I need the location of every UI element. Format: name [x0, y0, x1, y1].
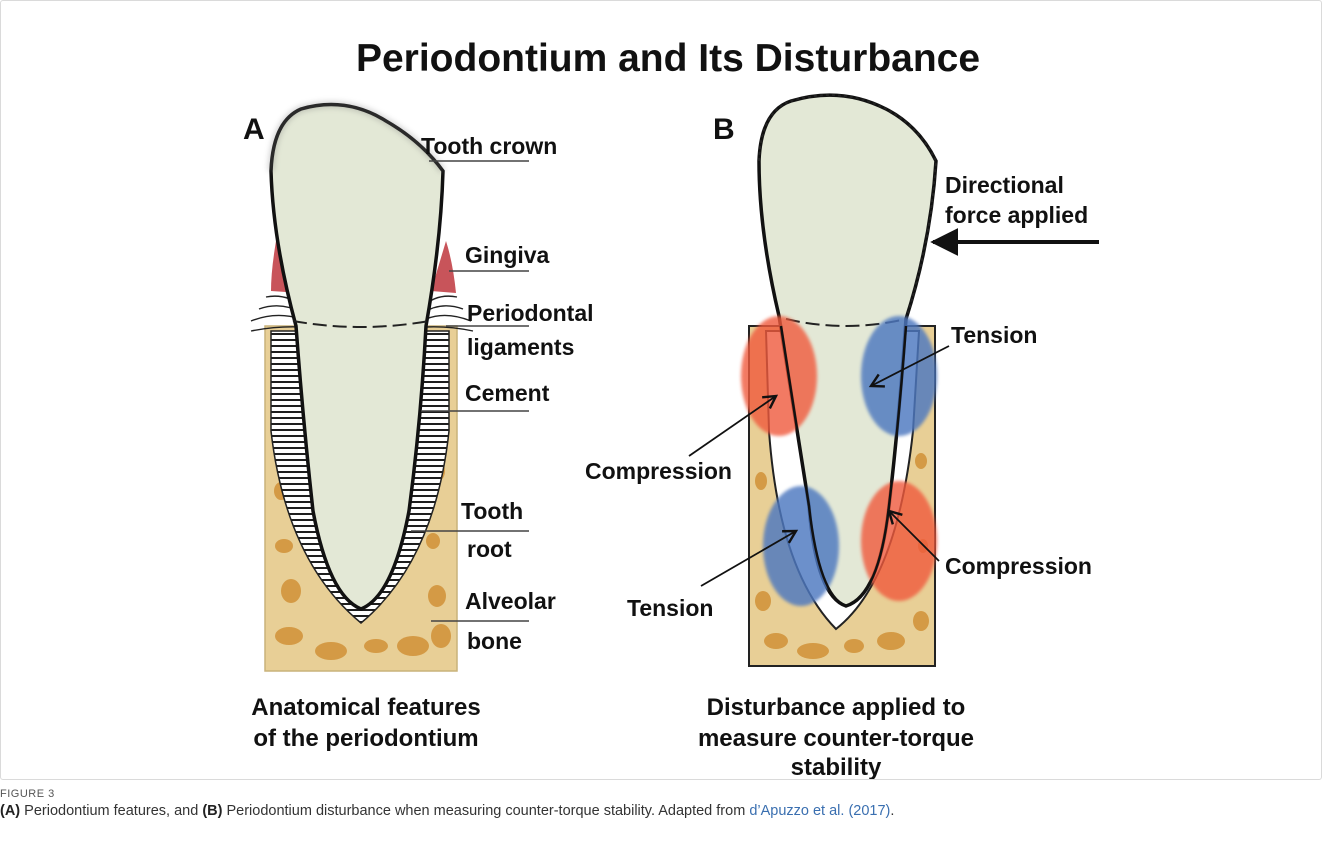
label-periodontal-line1: Periodontal — [467, 300, 594, 326]
label-force-line2: force applied — [945, 202, 1088, 228]
figure-label: FIGURE 3 — [0, 788, 1310, 800]
figure-title: Periodontium and Its Disturbance — [356, 37, 980, 80]
citation-link[interactable]: d’Apuzzo et al. (2017) — [749, 803, 890, 819]
figure-panel: Periodontium and Its Disturbance — [0, 0, 1322, 780]
label-tension-top: Tension — [951, 322, 1037, 348]
label-tooth-crown: Tooth crown — [421, 133, 557, 159]
panel-b-letter: B — [713, 113, 735, 146]
label-compression-right: Compression — [945, 553, 1092, 579]
compression-zone-bottom-right — [861, 481, 937, 601]
label-tooth-root-line1: Tooth — [461, 498, 523, 524]
label-cement: Cement — [465, 380, 550, 406]
panel-a-caption-line1: Anatomical features — [251, 694, 480, 721]
label-gingiva: Gingiva — [465, 242, 550, 268]
panel-a-letter: A — [243, 113, 265, 146]
label-tooth-root-line2: root — [467, 536, 512, 562]
compression-zone-top-left — [741, 316, 817, 436]
label-force-line1: Directional — [945, 172, 1064, 198]
label-compression-left: Compression — [585, 458, 732, 484]
label-periodontal-line2: ligaments — [467, 334, 574, 360]
caption-part-b-tag: (B) — [202, 803, 222, 819]
panel-b-caption-line1: Disturbance applied to — [707, 694, 966, 721]
caption-part-b-text: Periodontium disturbance when measuring … — [222, 803, 749, 819]
caption-part-a-tag: (A) — [0, 803, 20, 819]
panel-a-caption-line2: of the periodontium — [253, 725, 478, 752]
label-alveolar-line2: bone — [467, 628, 522, 654]
panel-b-caption-line3: stability — [791, 754, 882, 779]
label-tension-bottom: Tension — [627, 595, 713, 621]
figure-illustration: Periodontium and Its Disturbance — [1, 1, 1321, 779]
label-alveolar-line1: Alveolar — [465, 588, 556, 614]
caption-part-a-text: Periodontium features, and — [20, 803, 202, 819]
caption-text: (A) Periodontium features, and (B) Perio… — [0, 802, 1310, 821]
caption-end: . — [890, 803, 894, 819]
panel-b-caption-line2: measure counter-torque — [698, 725, 974, 752]
figure-caption: FIGURE 3 (A) Periodontium features, and … — [0, 788, 1310, 821]
